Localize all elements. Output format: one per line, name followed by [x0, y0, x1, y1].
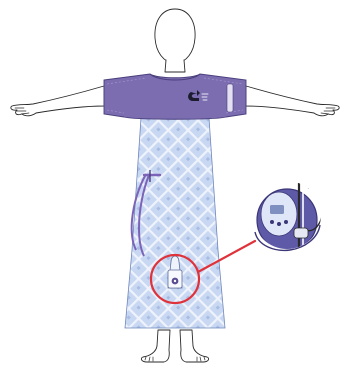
gown-cape — [104, 74, 246, 119]
patient-gown — [104, 74, 246, 328]
neck-outline — [165, 60, 185, 72]
infusion-pump-icon — [255, 183, 323, 251]
sleeve-opening-strip — [227, 84, 233, 112]
head-outline — [155, 9, 195, 64]
